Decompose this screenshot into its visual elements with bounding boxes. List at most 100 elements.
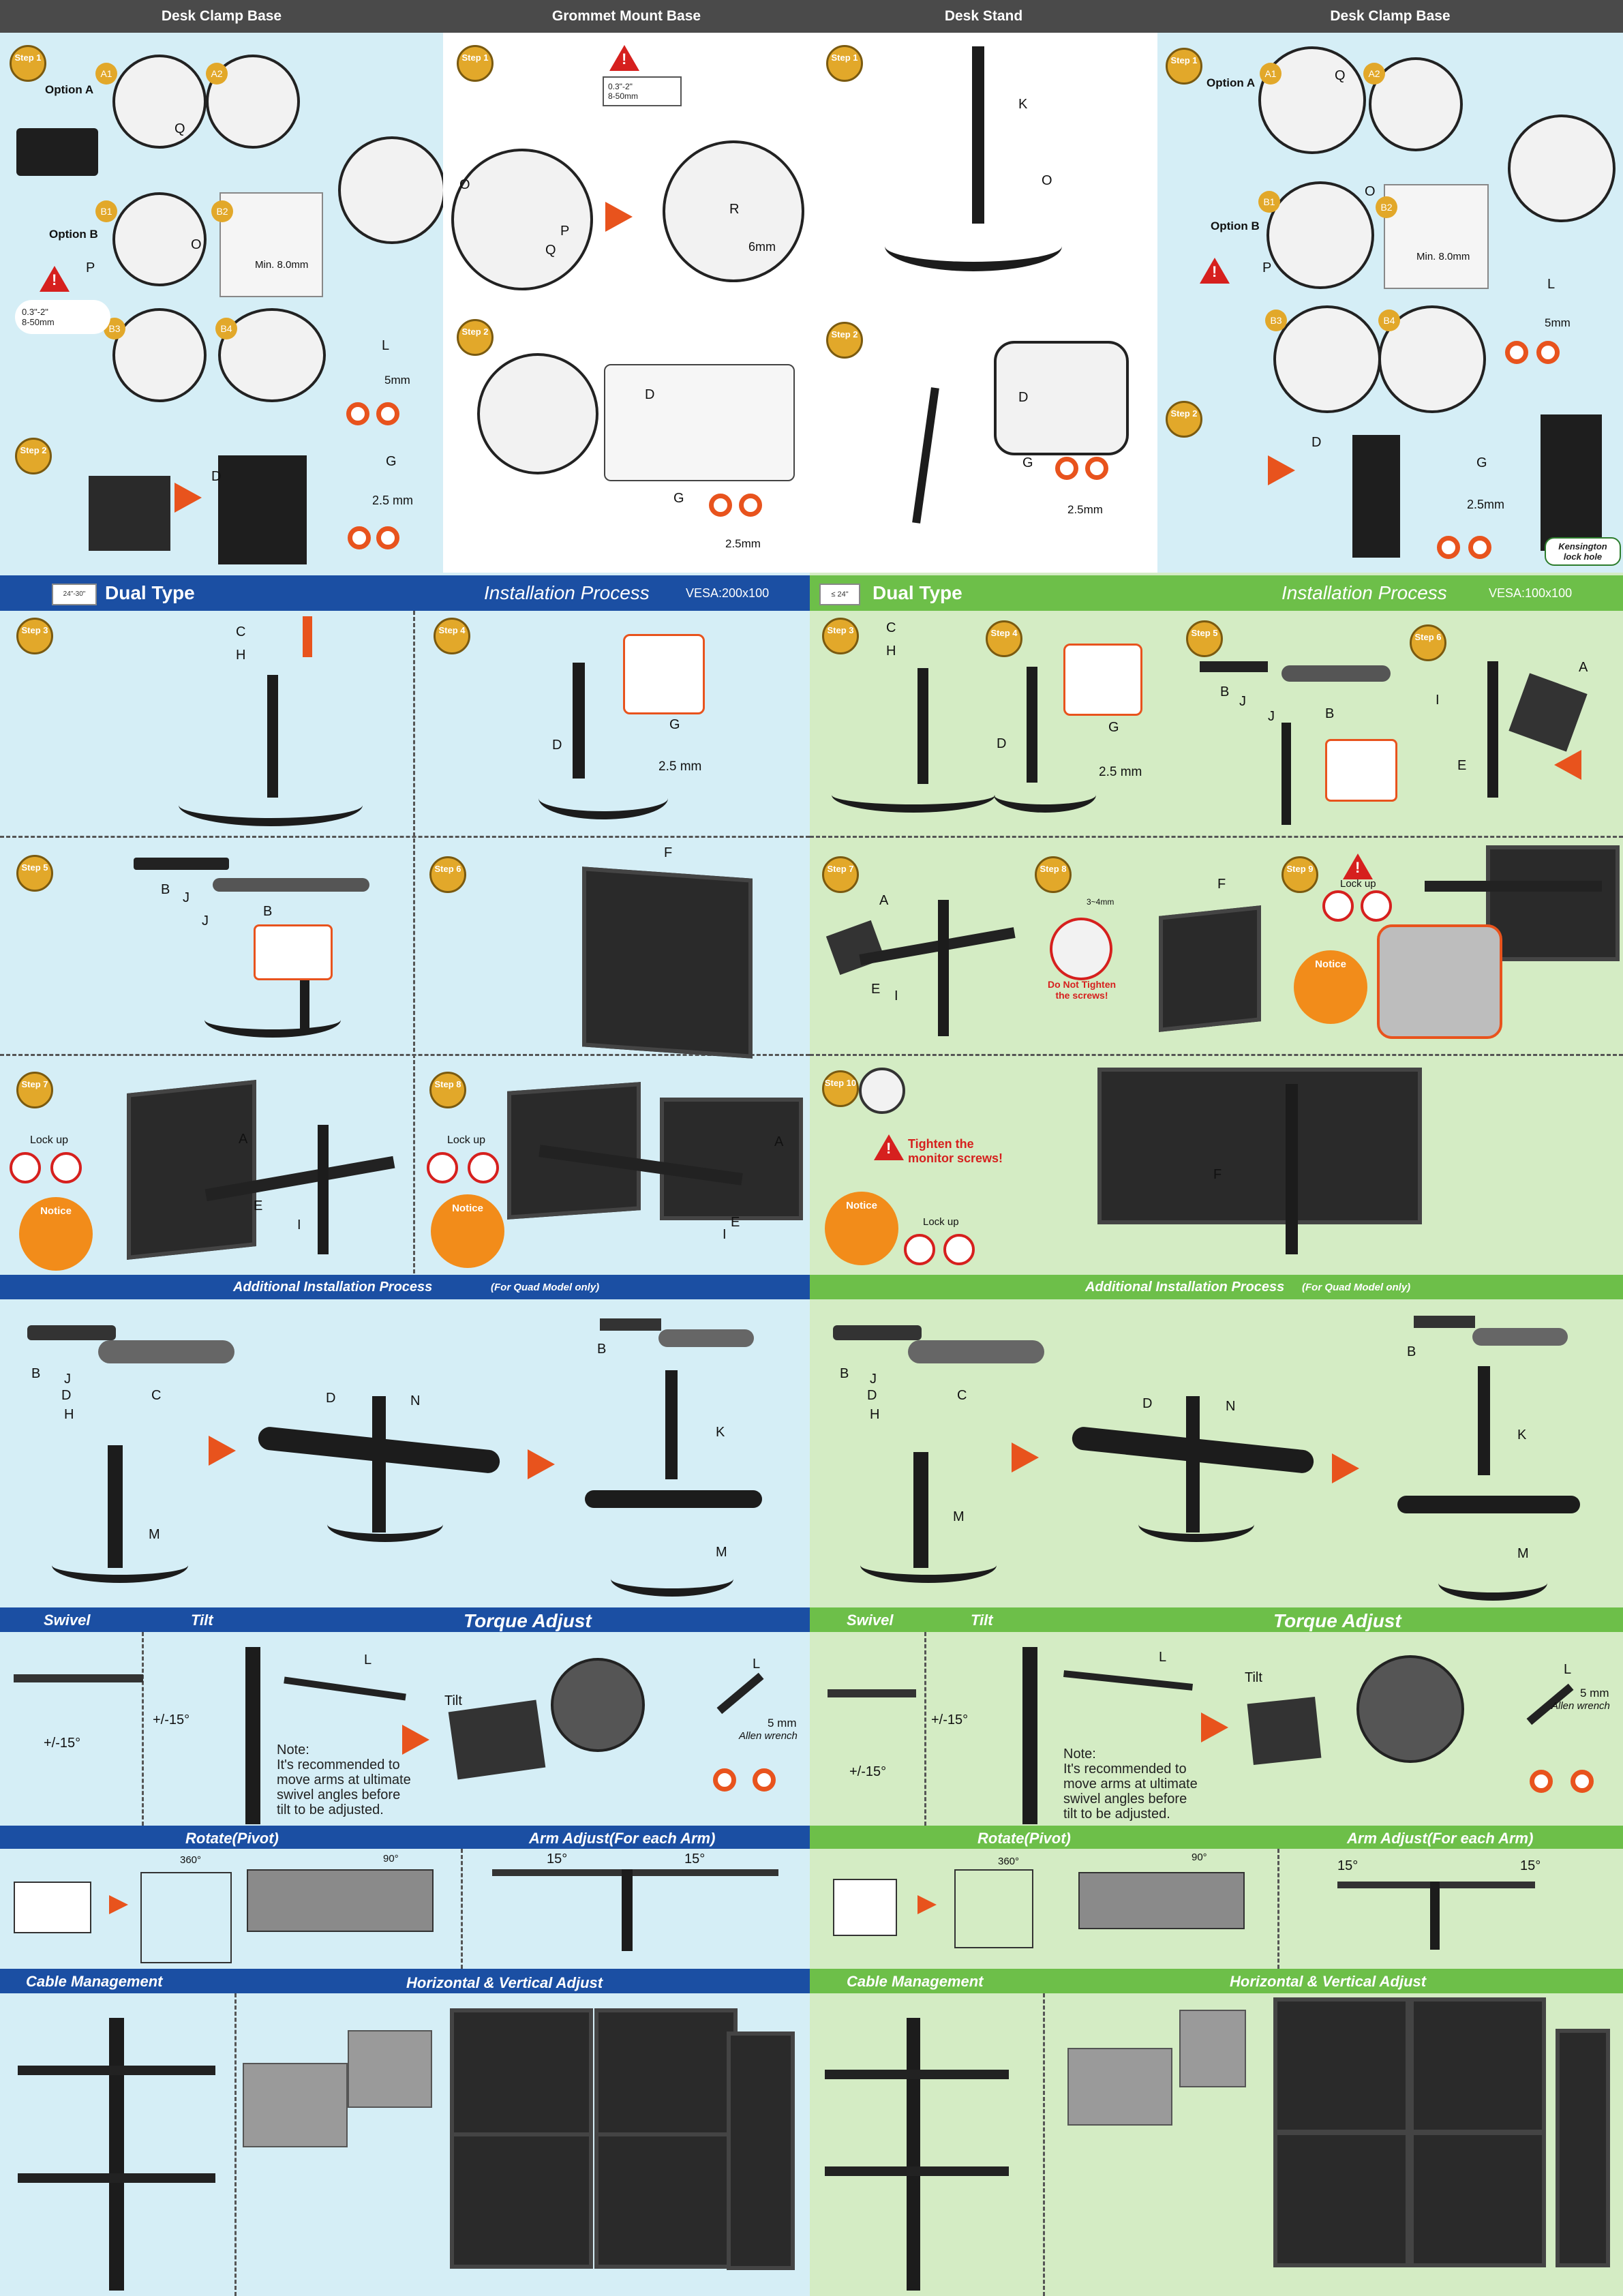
part-f: F <box>664 845 673 860</box>
label-b2: B2 <box>1376 196 1397 218</box>
arm-adjust-title: Arm Adjust(For each Arm) <box>529 1830 716 1847</box>
step-badge: Step 6 <box>429 856 466 893</box>
pole-illustration <box>907 2018 920 2291</box>
step-badge: Step 8 <box>1035 856 1072 893</box>
additional-install-bar-left: Additional Installation Process (For Qua… <box>0 1275 810 1299</box>
dual-type-banner-right: ≤ 24" Dual Type Installation Process VES… <box>810 575 1623 611</box>
quad-title: Additional Installation Process <box>233 1280 433 1295</box>
pole-illustration <box>913 1452 928 1568</box>
part-b: B <box>1220 684 1230 699</box>
cable-title: Cable Management <box>26 1973 163 1990</box>
arrow-down-icon <box>303 616 312 657</box>
divider <box>1277 1849 1279 1969</box>
wrench-5mm: 5 mm <box>768 1717 797 1729</box>
pole-illustration <box>1281 723 1291 825</box>
part-j: J <box>1268 709 1275 724</box>
pole-illustration <box>917 668 928 784</box>
divider <box>234 1993 237 2296</box>
part-p: P <box>560 224 570 239</box>
detail-circle-b3 <box>1273 305 1381 413</box>
lock-icon <box>1322 890 1354 922</box>
tilt-label: Tilt <box>1245 1670 1262 1685</box>
lockup-label: Lock up <box>923 1216 959 1228</box>
rotate-title: Rotate(Pivot) <box>185 1830 279 1847</box>
pole-illustration <box>622 1869 633 1951</box>
part-l: L <box>382 338 390 353</box>
min-thickness: Min. 8.0mm <box>1416 251 1470 262</box>
vesa-plate-illustration <box>448 1700 546 1780</box>
rotate-360-label: 360° <box>180 1854 202 1866</box>
detail-box-grommet-pole <box>604 364 795 481</box>
part-b: B <box>1407 1344 1416 1359</box>
tilt-angle: +/-15° <box>931 1712 969 1727</box>
rotate-bar-right: Rotate(Pivot) Arm Adjust(For each Arm) <box>810 1826 1623 1849</box>
arrow-right-icon <box>1332 1453 1359 1483</box>
monitor-illustration <box>594 2132 738 2269</box>
part-b: B <box>840 1366 849 1381</box>
arrow-left-icon <box>1554 750 1581 780</box>
part-j: J <box>870 1372 877 1387</box>
vesa-plate-illustration <box>14 1882 91 1933</box>
part-p: P <box>86 260 95 275</box>
part-k: K <box>716 1425 725 1440</box>
vesa-plate-illustration <box>833 1879 897 1936</box>
banner-process: Installation Process <box>484 582 650 603</box>
monitor-illustration <box>1273 1997 1410 2134</box>
part-o: O <box>459 177 470 192</box>
pole-illustration <box>1430 1882 1440 1950</box>
arrow-right-icon <box>1201 1712 1228 1742</box>
part-l: L <box>753 1657 761 1672</box>
tighten-icon <box>1536 341 1560 364</box>
part-d: D <box>645 387 655 402</box>
hex-25mm: 2.5mm <box>725 537 761 550</box>
label-b1: B1 <box>1258 191 1280 213</box>
pole-illustration <box>573 663 585 779</box>
pole-illustration <box>1487 661 1498 798</box>
label-a2: A2 <box>1363 63 1385 85</box>
arm-illustration <box>1281 665 1391 682</box>
warning-icon: ! <box>1200 258 1230 284</box>
stand-base-illustration <box>860 1547 997 1583</box>
monitor-back-illustration <box>1486 845 1620 961</box>
tighten-icon <box>1085 457 1108 480</box>
arm-illustration <box>908 1340 1044 1363</box>
part-n: N <box>410 1393 421 1408</box>
label-b3: B3 <box>1265 309 1287 331</box>
stand-base-illustration <box>539 777 668 819</box>
tilt-label: Tilt <box>444 1693 462 1708</box>
monitor-illustration <box>1179 2010 1246 2087</box>
kensington-label: Kensington lock hole <box>1545 537 1621 566</box>
hex-25mm: 2.5 mm <box>372 494 414 507</box>
part-n: N <box>1226 1399 1236 1414</box>
swivel-angle: +/-15° <box>849 1764 887 1779</box>
arrow-right-icon <box>109 1895 128 1914</box>
rotate-title: Rotate(Pivot) <box>977 1830 1071 1847</box>
banner-vesa: VESA:100x100 <box>1489 586 1573 600</box>
gap-dimension: 3~4mm <box>1087 897 1114 907</box>
no-unlock-icon <box>468 1152 499 1183</box>
divider <box>0 1054 810 1056</box>
arm-illustration <box>1414 1316 1475 1328</box>
step-badge: Step 2 <box>1166 401 1202 438</box>
monitor-back-illustration <box>1159 905 1261 1032</box>
notice-label: Notice <box>452 1203 483 1214</box>
arm-illustration <box>18 2066 215 2075</box>
vesa-plate-illustration <box>1247 1697 1322 1765</box>
tighten-icon <box>1571 1770 1594 1793</box>
pole-illustration <box>1286 1084 1298 1254</box>
loosen-icon <box>1530 1770 1553 1793</box>
part-j: J <box>183 890 189 905</box>
part-d: D <box>1311 435 1322 450</box>
notice-badge: Notice <box>825 1192 898 1265</box>
tighten-icon <box>376 402 399 425</box>
wrench-5mm: 5 mm <box>1580 1687 1609 1700</box>
monitor-back-illustration <box>660 1098 803 1220</box>
step-badge: Step 1 <box>457 45 494 82</box>
stand-base-illustration <box>832 777 995 813</box>
tighten-icon <box>753 1768 776 1792</box>
step-badge: Step 4 <box>434 618 470 654</box>
step-badge: Step 7 <box>822 856 859 893</box>
recommendation-note: Note: It's recommended to move arms at u… <box>277 1742 411 1817</box>
tighten-icon <box>1468 536 1491 559</box>
cable-bar-right: Cable Management Horizontal & Vertical A… <box>810 1969 1623 1993</box>
